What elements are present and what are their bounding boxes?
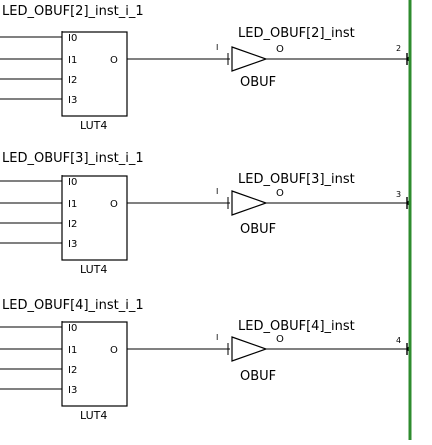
lut-body[interactable] [61,321,128,407]
lut-pin-i0: I0 [68,33,77,44]
lut-pin-i2: I2 [68,75,77,86]
cell-group: LED_OBUF[4]_inst_i_1 I0 I1 I2 I3 O LUT4 … [0,298,412,422]
net-bit-index: 3 [396,190,401,199]
lut-instance-label[interactable]: LED_OBUF[2]_inst_i_1 [2,4,144,19]
obuf-instance-label[interactable]: LED_OBUF[3]_inst [238,172,355,187]
obuf-type-label: OBUF [240,222,276,237]
lut-type-label: LUT4 [80,119,107,132]
lut-pin-o: O [110,55,118,66]
lut-body[interactable] [61,31,128,117]
lut-pin-i2: I2 [68,365,77,376]
cell-group: LED_OBUF[3]_inst_i_1 I0 I1 I2 I3 O LUT4 … [0,151,412,276]
lut-pin-i0: I0 [68,323,77,334]
lut-body[interactable] [61,175,128,261]
buffer-pin-i: I [216,187,218,196]
buffer-pin-o: O [276,188,284,199]
obuf-triangle[interactable] [231,46,268,72]
obuf-triangle[interactable] [231,336,268,362]
buffer-pin-o: O [276,44,284,55]
obuf-type-label: OBUF [240,369,276,384]
buffer-pin-o: O [276,334,284,345]
lut-pin-i1: I1 [68,199,77,210]
lut-pin-i3: I3 [68,95,77,106]
lut-pin-i3: I3 [68,239,77,250]
buffer-pin-i: I [216,43,218,52]
cell-group: LED_OBUF[2]_inst_i_1 I0 I1 I2 I3 O LUT4 … [0,4,412,132]
obuf-instance-label[interactable]: LED_OBUF[4]_inst [238,319,355,334]
net-bit-index: 4 [396,336,401,345]
lut-pin-i1: I1 [68,55,77,66]
obuf-type-label: OBUF [240,75,276,90]
buffer-pin-i: I [216,333,218,342]
lut-instance-label[interactable]: LED_OBUF[4]_inst_i_1 [2,298,144,313]
lut-pin-o: O [110,345,118,356]
lut-type-label: LUT4 [80,263,107,276]
lut-pin-i0: I0 [68,177,77,188]
lut-pin-i2: I2 [68,219,77,230]
lut-type-label: LUT4 [80,409,107,422]
lut-pin-o: O [110,199,118,210]
net-bit-index: 2 [396,44,401,53]
lut-pin-i1: I1 [68,345,77,356]
lut-instance-label[interactable]: LED_OBUF[3]_inst_i_1 [2,151,144,166]
lut-pin-i3: I3 [68,385,77,396]
obuf-instance-label[interactable]: LED_OBUF[2]_inst [238,26,355,41]
obuf-triangle[interactable] [231,190,268,216]
